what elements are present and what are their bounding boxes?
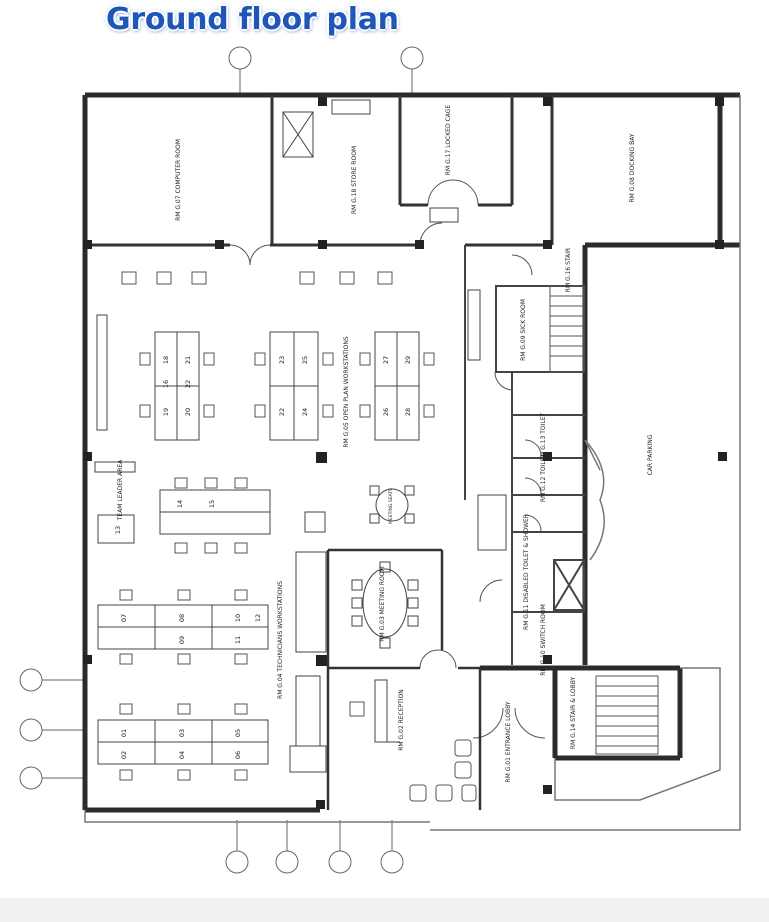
desk-02: 02 (120, 751, 128, 759)
outer-walls (82, 92, 740, 813)
reception-furniture (282, 99, 507, 773)
label-sick-room: RM G.09 SICK ROOM (520, 299, 527, 361)
bottom-strip (0, 898, 769, 922)
desk-01: 01 (120, 729, 128, 737)
desk-11: 11 (234, 636, 242, 644)
desk-29: 29 (404, 356, 412, 364)
desk-12: 12 (254, 614, 262, 622)
car-parking-boundary (84, 95, 741, 831)
label-store-room: RM G.18 STORE ROOM (351, 146, 358, 214)
desk-22-b: 22 (278, 408, 286, 416)
label-docking-bay: RM G.08 DOCKING BAY (629, 133, 636, 202)
label-meeting-seats: MEETING SEATS (388, 488, 394, 524)
desk-21: 21 (184, 356, 192, 364)
label-meeting-room: RM G.03 MEETING ROOM (379, 566, 386, 641)
meeting-table (351, 561, 419, 649)
chairs (119, 271, 477, 802)
label-car-parking: CAR PARKING (647, 434, 654, 475)
desk-10: 10 (234, 614, 242, 622)
desk-18: 18 (162, 356, 170, 364)
round-table (369, 485, 415, 524)
interior-walls (85, 95, 554, 247)
desk-22-a: 22 (184, 380, 192, 388)
desk-28: 28 (404, 408, 412, 416)
label-stair-north: RM G.16 STAIR (565, 248, 572, 292)
desk-05: 05 (234, 729, 242, 737)
desk-15: 15 (208, 500, 216, 508)
desk-24: 24 (301, 408, 309, 416)
meeting-room-walls (326, 548, 482, 810)
label-toilet-2: RM G.12 TOILET (540, 454, 547, 503)
desk-23: 23 (278, 356, 286, 364)
grid-markers (19, 46, 424, 874)
desk-number-labels: 18 19 21 16 20 22 23 25 22 24 27 29 26 2… (114, 356, 412, 759)
label-disabled-toilet: RM G.11 DISABLED TOILET & SHOWER (523, 514, 530, 630)
desk-08: 08 (178, 614, 186, 622)
columns (83, 97, 727, 809)
doors (229, 179, 546, 739)
label-stair-lobby: RM G.14 STAIR & LOBBY (570, 677, 577, 750)
desk-03: 03 (178, 729, 186, 737)
desk-19: 19 (162, 408, 170, 416)
label-technicians: RM G.04 TECHNICIANS WORKSTATIONS (277, 581, 284, 699)
desk-25: 25 (301, 356, 309, 364)
desk-26: 26 (382, 408, 390, 416)
label-toilet-1: RM G.13 TOILET (540, 413, 547, 462)
label-open-plan: RM G.05 OPEN PLAN WORKSTATIONS (343, 336, 350, 448)
desk-09: 09 (178, 636, 186, 644)
room-labels: RM G.07 COMPUTER ROOM RM G.18 STORE ROOM… (117, 105, 654, 783)
label-reception: RM G.02 RECEPTION (398, 689, 405, 751)
service-walls (464, 245, 585, 665)
desk-clusters (94, 314, 420, 765)
desk-27: 27 (382, 356, 390, 364)
desk-06: 06 (234, 751, 242, 759)
desk-07: 07 (120, 614, 128, 622)
desk-20: 20 (184, 408, 192, 416)
label-computer-room: RM G.07 COMPUTER ROOM (175, 139, 182, 221)
desk-14: 14 (176, 500, 184, 508)
label-locked-cage: RM G.17 LOCKED CAGE (445, 105, 452, 175)
stairs (549, 285, 659, 755)
label-switch-room: RM G.10 SWITCH ROOM (540, 604, 547, 676)
page-title: Ground floor plan (106, 2, 399, 37)
desk-13: 13 (114, 526, 122, 534)
label-team-leader: TEAM LEADER AREA (117, 459, 124, 521)
desk-04: 04 (178, 751, 186, 759)
desk-16: 16 (162, 380, 170, 388)
label-entrance-lobby: RM G.01 ENTRANCE LOBBY (505, 701, 512, 782)
